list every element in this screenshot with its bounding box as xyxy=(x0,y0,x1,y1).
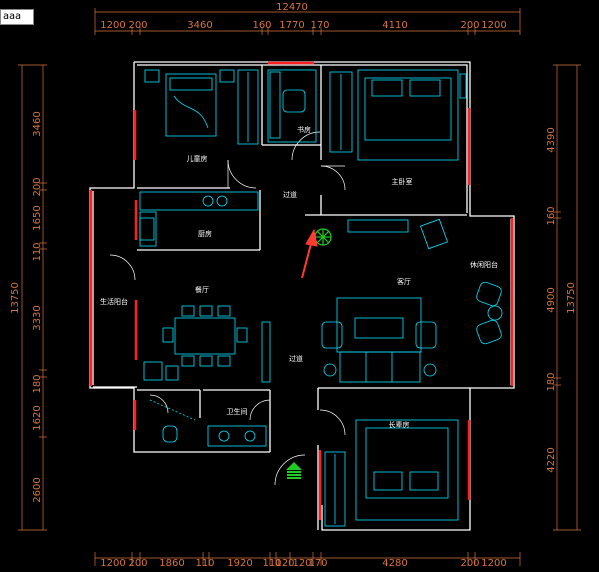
study-chair xyxy=(282,89,306,113)
bottom-dimension-9: 170 xyxy=(308,558,327,569)
right-dimension-2: 160 xyxy=(546,206,557,225)
label-leisure-balcony: 休闲阳台 xyxy=(470,260,498,269)
dining-table xyxy=(174,317,236,355)
dimension-lines xyxy=(18,8,581,566)
toilet xyxy=(162,425,178,443)
left-dimension-8: 2600 xyxy=(32,477,43,502)
elder-wardrobe xyxy=(324,451,346,527)
bottom-dimension-2: 200 xyxy=(128,558,147,569)
furniture xyxy=(139,69,503,527)
windows xyxy=(89,61,514,520)
left-total-dimension: 13750 xyxy=(10,282,21,314)
bottom-dimension-1: 1200 xyxy=(100,558,125,569)
command-input[interactable]: aaa xyxy=(0,9,34,25)
label-dining-room: 餐厅 xyxy=(195,285,209,294)
top-dimension-9: 1200 xyxy=(481,20,506,31)
label-study: 书房 xyxy=(297,125,311,134)
left-dimension-3: 1650 xyxy=(32,205,43,230)
top-dimension-1: 1200 xyxy=(100,20,125,31)
bottom-dimension-11: 200 xyxy=(460,558,479,569)
top-dimension-2: 200 xyxy=(128,20,147,31)
label-bathroom: 卫生间 xyxy=(227,407,248,416)
sofa xyxy=(339,351,421,383)
right-dimension-1: 4390 xyxy=(546,127,557,152)
child-wardrobe xyxy=(237,69,259,145)
bottom-dimension-12: 1200 xyxy=(481,558,506,569)
right-dimension-4: 180 xyxy=(546,372,557,391)
coffee-table xyxy=(336,297,422,353)
label-kitchen: 厨房 xyxy=(198,229,212,238)
top-total-dimension: 12470 xyxy=(276,2,308,13)
plant-icon xyxy=(314,228,332,246)
left-dimension-6: 180 xyxy=(32,374,43,393)
bottom-dimension-5: 1920 xyxy=(227,558,252,569)
tv-cabinet xyxy=(347,219,409,233)
master-bed xyxy=(357,69,459,161)
top-dimension-3: 3460 xyxy=(187,20,212,31)
pointer-arrow-icon xyxy=(301,228,318,279)
kitchen-counter xyxy=(139,191,259,211)
bottom-dimension-4: 110 xyxy=(195,558,214,569)
lounge-chair xyxy=(476,281,502,307)
top-dimension-7: 4110 xyxy=(382,20,407,31)
left-dimension-1: 3460 xyxy=(32,111,43,136)
left-dimension-2: 200 xyxy=(32,177,43,196)
elder-bed xyxy=(355,419,459,521)
label-master-bedroom: 主卧室 xyxy=(392,177,413,186)
label-utility-balcony: 生活阳台 xyxy=(100,297,128,306)
label-corridor-bottom: 过道 xyxy=(289,354,303,363)
bottom-dimension-3: 1860 xyxy=(159,558,184,569)
right-total-dimension: 13750 xyxy=(566,282,577,314)
bottom-dimension-7: 120 xyxy=(275,558,294,569)
left-dimension-4: 110 xyxy=(32,242,43,261)
top-dimension-4: 160 xyxy=(252,20,271,31)
master-wardrobe xyxy=(329,71,353,153)
label-elder-room: 长辈房 xyxy=(389,420,410,429)
top-dimension-8: 200 xyxy=(460,20,479,31)
right-dimension-3: 4900 xyxy=(546,287,557,312)
right-dimension-5: 4220 xyxy=(546,447,557,472)
label-corridor-top: 过道 xyxy=(283,190,297,199)
vanity xyxy=(207,425,267,447)
bottom-dimension-8: 120 xyxy=(292,558,311,569)
left-dimension-7: 1620 xyxy=(32,405,43,430)
label-living-room: 客厅 xyxy=(397,277,411,286)
label-children-room: 儿童房 xyxy=(187,154,208,163)
entry-stairs-icon xyxy=(286,462,302,479)
room-labels: 儿童房 主卧室 书房 过道 厨房 客厅 休闲阳台 生活阳台 餐厅 过道 卫生间 … xyxy=(100,125,498,429)
bottom-dimension-6: 110 xyxy=(262,558,281,569)
bottom-dimension-10: 4280 xyxy=(382,558,407,569)
child-bed xyxy=(165,73,217,137)
top-dimension-6: 170 xyxy=(310,20,329,31)
dimension-texts: 12470 1200 200 3460 160 1770 170 4110 20… xyxy=(10,2,577,569)
left-dimension-5: 3330 xyxy=(32,305,43,330)
top-dimension-5: 1770 xyxy=(279,20,304,31)
